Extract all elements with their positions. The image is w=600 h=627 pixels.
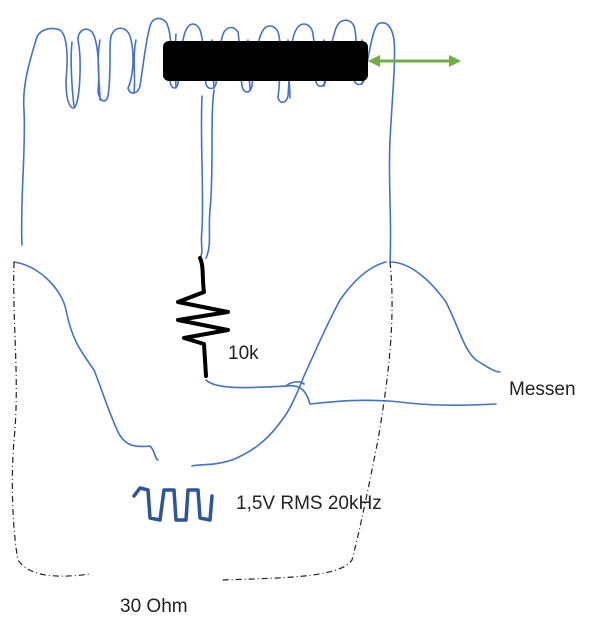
- zigzag-resistor-icon: [176, 256, 230, 378]
- square-wave-icon: [132, 486, 214, 522]
- body-impedance-label: 30 Ohm: [120, 596, 188, 617]
- body-outline-dashed: [11, 261, 393, 581]
- hand-outline: [13, 17, 501, 467]
- electrode-bar: [163, 41, 368, 81]
- double-headed-arrow-icon: [368, 55, 461, 67]
- source-label: 1,5V RMS 20kHz: [236, 493, 382, 514]
- measure-label: Messen: [509, 379, 576, 400]
- resistor-value-label: 10k: [228, 343, 259, 364]
